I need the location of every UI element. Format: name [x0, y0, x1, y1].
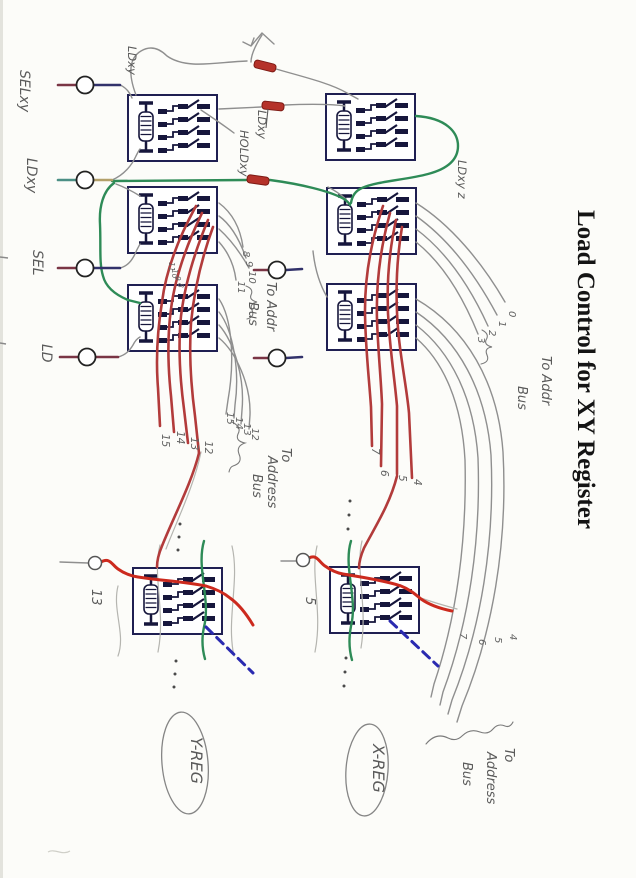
diode-components	[246, 59, 285, 186]
terminal-label-selxy: SELxy	[16, 70, 32, 113]
bus-b-num: 10	[246, 271, 257, 284]
red-wire-label: 6	[378, 470, 390, 477]
red-wire-label: 15	[159, 434, 171, 448]
red-wire-label: 12	[202, 441, 214, 455]
dashed-arrow-y	[204, 625, 255, 675]
bus-c-num: 13	[241, 423, 252, 436]
terminal-ld	[77, 347, 97, 367]
y-reg-oval	[161, 711, 209, 815]
terminal-label-sel: SEL	[29, 250, 45, 276]
brace-icon	[425, 721, 514, 745]
terminal-x-block	[295, 552, 311, 568]
bus-b-text: To Addr	[263, 282, 278, 333]
page-title: Load Control for XY Register	[572, 210, 599, 529]
diode-component	[261, 100, 285, 112]
hold-xy-label: HOLDxy	[237, 130, 251, 177]
bus-f-text: Address	[483, 751, 498, 805]
brace-icon	[228, 421, 248, 473]
terminal-sel	[75, 258, 95, 278]
diode-component	[253, 59, 277, 73]
x-reg-oval	[345, 723, 389, 817]
relay-block-b	[126, 185, 219, 255]
ld-xy-wire-label: LDxy	[125, 46, 139, 75]
bus-b-num: 8	[240, 251, 251, 257]
ld-xyz-label: LDxy z	[455, 160, 469, 200]
bus-e-text: Bus	[514, 386, 529, 410]
bus-f-num: 5	[492, 637, 503, 643]
scan-edge	[0, 0, 3, 878]
bus-e-num: 1	[496, 321, 507, 327]
bus-b-text: Bus	[245, 302, 260, 326]
green-wires	[98, 114, 460, 662]
bus-f-num: 7	[457, 633, 468, 640]
bus-c-num: 14	[233, 417, 244, 430]
bus-c-num: 15	[224, 412, 235, 425]
bus-e-num: 3	[475, 337, 486, 343]
overline-bar	[265, 108, 269, 129]
braces	[228, 285, 514, 745]
gray-wires	[59, 32, 506, 723]
red-wire-label: 13	[188, 437, 200, 450]
y-reg-label: Y-REG	[187, 737, 206, 784]
red-wire-label: 5	[396, 475, 408, 482]
bus-e-num: 2	[486, 330, 497, 336]
relay-block-x	[328, 565, 421, 635]
diode-component	[246, 174, 270, 186]
red-wire-label: 4	[411, 479, 423, 486]
relay-block-a	[126, 93, 219, 163]
terminal-y-block	[87, 555, 103, 571]
terminal-ldxy	[75, 170, 95, 190]
terminal-mid-lower	[267, 348, 287, 368]
bus-e-num: 0	[506, 311, 517, 317]
scan-artifact	[47, 850, 71, 854]
ld-xy-bar-label: LDxy	[255, 110, 269, 139]
terminals	[56, 75, 311, 571]
y-block-id: 13	[88, 589, 103, 606]
bus-f-num: 4	[507, 634, 518, 640]
dashed-arrow-x	[388, 619, 440, 668]
red-wire-label-small: 8	[176, 283, 185, 288]
continuation-dots	[172, 499, 352, 689]
bus-c-text: Address	[264, 455, 279, 509]
relay-block-d	[324, 92, 417, 162]
bus-c-text: Bus	[249, 474, 264, 498]
terminal-mid-upper	[267, 260, 287, 280]
bus-b-num: 9	[243, 261, 254, 267]
red-wire-label-small: 11	[167, 262, 176, 272]
terminal-label-ldxy: LDxy	[23, 158, 39, 194]
bus-f-num: 6	[476, 639, 487, 645]
x-block-id: 5	[302, 597, 317, 605]
red-wire-label: 14	[174, 431, 186, 444]
scan-artifact	[0, 256, 9, 345]
red-wires	[99, 204, 454, 627]
bus-c-num: 12	[249, 428, 260, 441]
red-wire-label-small: 9	[173, 276, 182, 281]
red-wire-label: 7	[369, 448, 381, 455]
bus-f-text: Bus	[459, 762, 474, 786]
hold-leader-line	[200, 109, 235, 134]
red-wire-label-small: 10	[170, 269, 179, 279]
relay-block-f	[325, 282, 418, 352]
brace-icon	[245, 285, 258, 320]
arrow-icon	[242, 32, 275, 47]
bus-c-text: To	[278, 448, 293, 462]
terminal-selxy	[75, 75, 95, 95]
terminal-label-ld: LD	[38, 344, 54, 363]
x-reg-label: X-REG	[369, 743, 388, 793]
bus-b-num: 11	[235, 281, 246, 294]
bus-e-text: To Addr	[538, 356, 553, 407]
brace-icon	[480, 329, 493, 365]
bus-f-text: To	[501, 748, 516, 762]
